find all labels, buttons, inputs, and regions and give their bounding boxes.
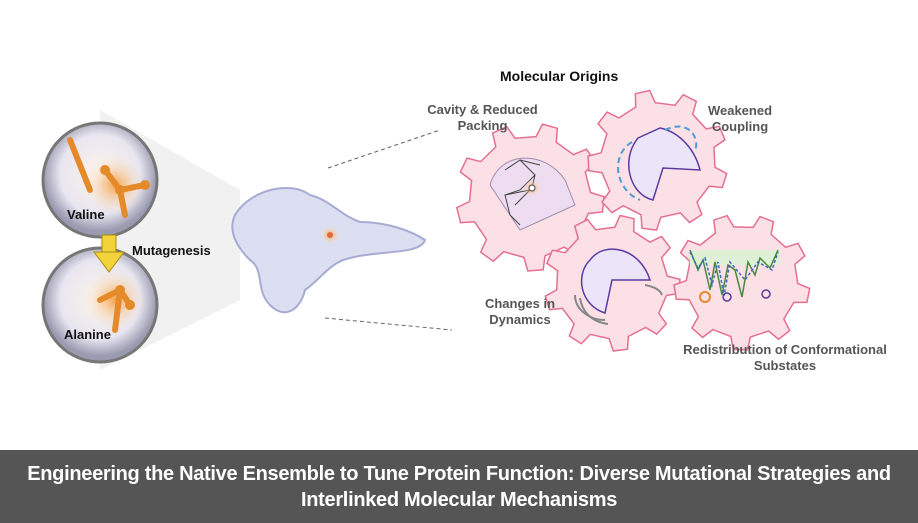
label-dynamics: Changes in Dynamics (484, 296, 556, 327)
label-substates: Redistribution of Conformational Substat… (683, 342, 887, 373)
label-mutagenesis: Mutagenesis (132, 243, 211, 258)
cavity-network (489, 157, 576, 231)
energy-landscape (689, 249, 780, 303)
heading-molecular-origins: Molecular Origins (500, 68, 619, 84)
mutation-arrow (93, 234, 125, 273)
gear-dynamics (544, 214, 681, 352)
label-valine: Valine (67, 207, 105, 222)
title-banner: Engineering the Native Ensemble to Tune … (0, 450, 918, 523)
dynamics-pacman (574, 248, 663, 325)
zoom-line-bottom (324, 317, 453, 331)
valine-lens (41, 121, 159, 239)
diagram-canvas (41, 89, 811, 370)
alanine-lens (41, 246, 159, 364)
zoom-line-top (327, 129, 441, 169)
gear-substates (673, 214, 811, 351)
banner-title: Engineering the Native Ensemble to Tune … (27, 463, 891, 511)
label-cavity: Cavity & Reduced Packing (427, 102, 538, 133)
protein-structure (231, 186, 427, 314)
coupling-pacman (617, 125, 701, 201)
label-coupling: Weakened Coupling (707, 103, 773, 134)
label-alanine: Alanine (64, 327, 111, 342)
